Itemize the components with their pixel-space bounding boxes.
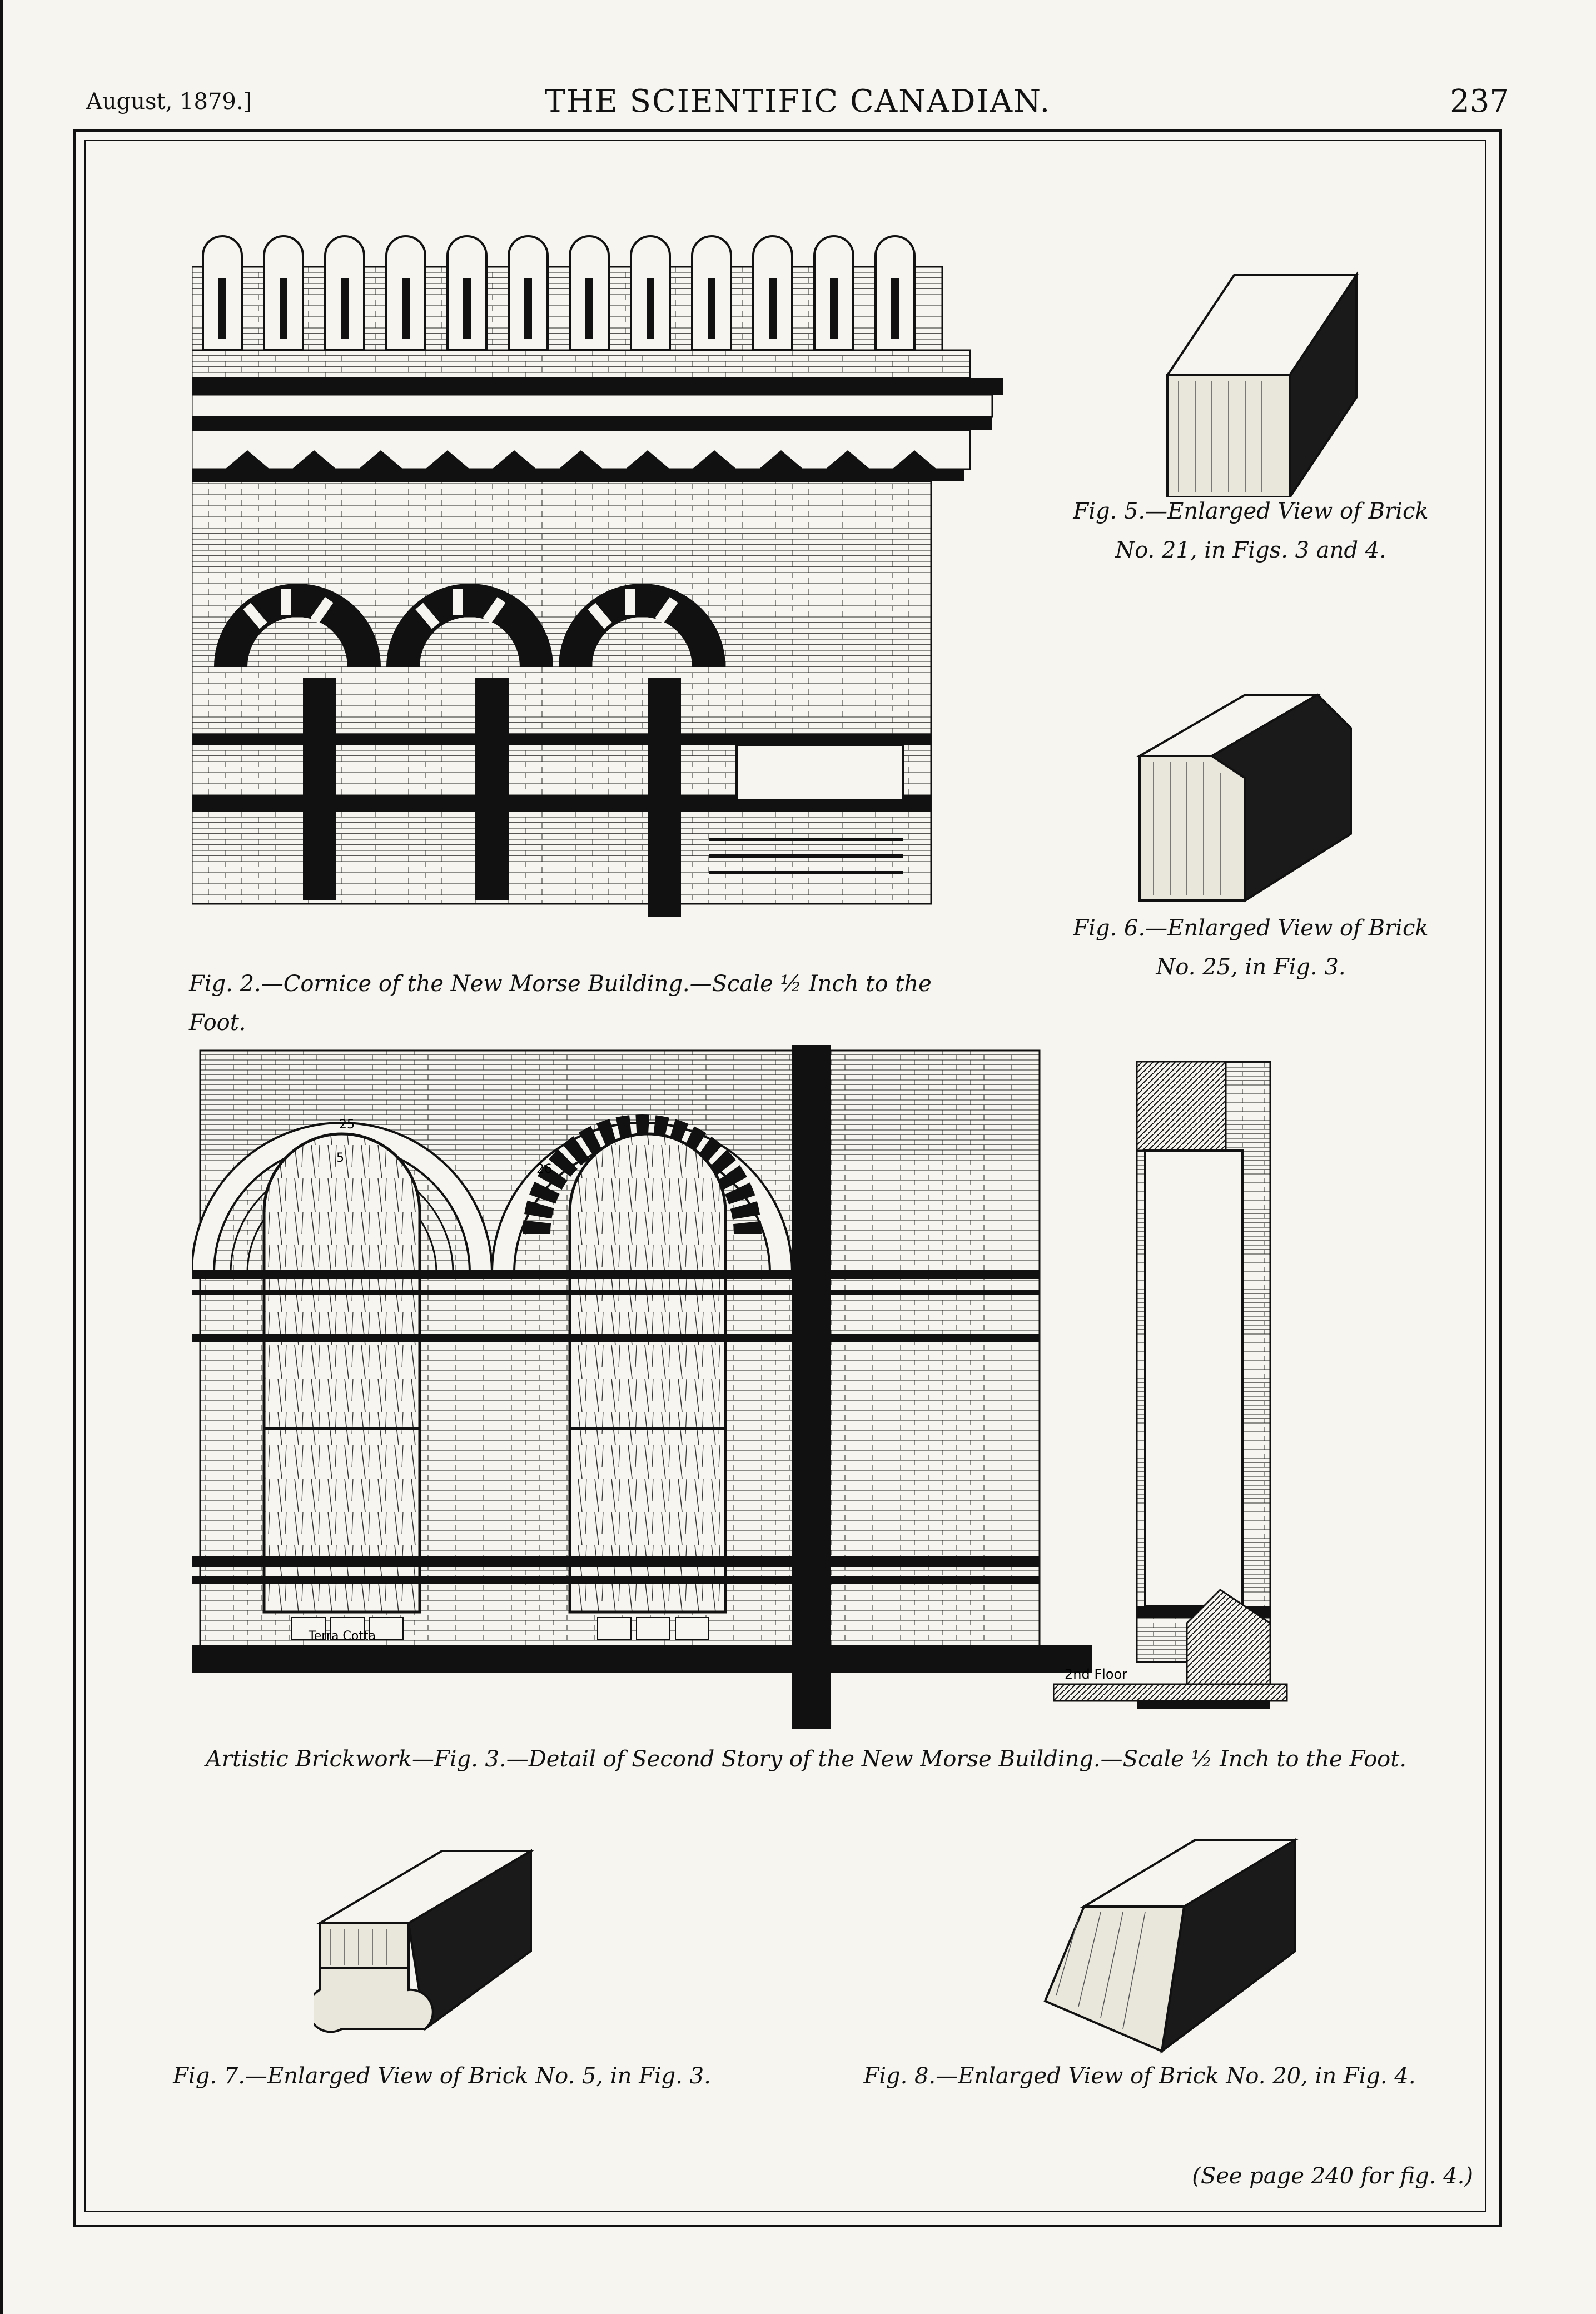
figure-7-brick <box>314 1840 548 2051</box>
pier-column <box>792 1045 831 1729</box>
figure-3-elevation: 25 26 5 Terra Cotta <box>192 1045 1092 1729</box>
cornice-crenellation <box>192 235 943 351</box>
cornice-arches <box>192 584 931 917</box>
figure-7-caption: Fig. 7.—Enlarged View of Brick No. 5, in… <box>173 2063 711 2089</box>
cornice-mouldings <box>192 349 1003 481</box>
plate-border-outer <box>73 129 1502 2227</box>
figure-6-caption-line1: Fig. 6.—Enlarged View of Brick <box>1073 915 1429 941</box>
running-head: August, 1879.] THE SCIENTIFIC CANADIAN. … <box>86 83 1509 122</box>
figure-8-caption: Fig. 8.—Enlarged View of Brick No. 20, i… <box>863 2063 1416 2089</box>
figure-5-caption-line2: No. 21, in Figs. 3 and 4. <box>1115 538 1386 563</box>
figure-2-caption: Fig. 2.—Cornice of the New Morse Buildin… <box>189 971 932 1036</box>
journal-title: THE SCIENTIFIC CANADIAN. <box>544 83 1051 120</box>
figure-6-brick <box>1128 684 1384 906</box>
right-arch <box>490 1114 794 1614</box>
issue-date: August, 1879.] <box>86 89 252 115</box>
page-edge-rule <box>0 0 3 2314</box>
plate-border-inner <box>84 140 1486 2212</box>
figure-8-brick <box>1040 1834 1306 2057</box>
figure-6-caption: Fig. 6.—Enlarged View of Brick No. 25, i… <box>1023 909 1479 987</box>
brick-bands <box>192 1270 1092 1673</box>
left-arch <box>192 1122 494 1614</box>
label-5: 5 <box>336 1151 344 1165</box>
page-number: 237 <box>1450 83 1509 120</box>
label-terra-cotta: Terra Cotta <box>308 1629 376 1643</box>
figure-5-brick <box>1145 264 1390 497</box>
figure-2-cornice <box>192 233 1015 951</box>
label-2nd-floor: 2nd Floor <box>1065 1666 1127 1682</box>
figure-3-section: 2nd Floor <box>1053 1045 1359 1729</box>
figure-6-caption-line2: No. 25, in Fig. 3. <box>1156 954 1346 980</box>
figure-5-caption: Fig. 5.—Enlarged View of Brick No. 21, i… <box>1023 492 1479 570</box>
figure-3-caption: Artistic Brickwork—Fig. 3.—Detail of Sec… <box>205 1746 1407 1772</box>
footer-note: (See page 240 for fig. 4.) <box>1192 2163 1473 2189</box>
label-25: 25 <box>339 1118 355 1132</box>
label-26: 26 <box>536 1162 552 1176</box>
figure-5-caption-line1: Fig. 5.—Enlarged View of Brick <box>1073 499 1429 524</box>
